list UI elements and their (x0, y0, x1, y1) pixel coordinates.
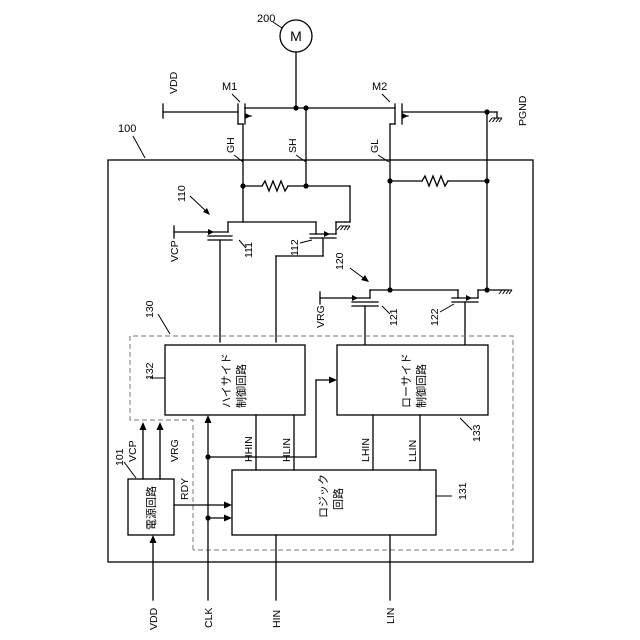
power-circuit-101: 電源回路 101 (114, 448, 174, 535)
vcp-out-label: VCP (127, 440, 139, 462)
high-side-control-circuit-132: ハイサイド 制御回路 132 (144, 345, 305, 415)
vdd-top-label: VDD (168, 71, 180, 94)
ref-112: 112 (289, 239, 301, 256)
hin-label: HIN (271, 610, 283, 628)
ref-133: 133 (471, 424, 483, 442)
lhin-label: LHIN (360, 438, 372, 462)
ref-131: 131 (457, 482, 469, 500)
ls-control-label-1: ローサイド (400, 353, 413, 408)
logic-label-1: ロジック (317, 474, 330, 518)
ref-200: 200 (257, 13, 275, 25)
gh-label: GH (225, 137, 237, 153)
hs-control-label-1: ハイサイド (220, 353, 233, 408)
ref-100: 100 (118, 123, 136, 135)
motor-200: M 200 (257, 13, 312, 108)
low-side-control-circuit-133: ローサイド 制御回路 133 (337, 345, 488, 442)
top-power-rail: VDD PGND (163, 71, 529, 126)
ls-control-label-2: 制御回路 (414, 364, 428, 408)
hhin-label: HHIN (243, 436, 255, 462)
hlin-label: HLIN (281, 438, 293, 462)
ref-110: 110 (176, 185, 188, 202)
logic-circuit-131: ロジック 回路 131 (232, 470, 469, 535)
lin-label: LIN (385, 608, 397, 624)
hs-control-label-2: 制御回路 (234, 364, 248, 408)
external-inputs: VDD CLK HIN LIN (148, 535, 397, 630)
ref-101: 101 (114, 448, 126, 466)
vcp-hs-label: VCP (169, 240, 181, 262)
m2-label: M2 (372, 81, 387, 93)
pgnd-label: PGND (517, 95, 529, 126)
gl-label: GL (369, 139, 381, 153)
llin-label: LLIN (407, 440, 419, 462)
ref-122: 122 (429, 308, 441, 326)
transistor-m2: M2 GL (369, 81, 408, 290)
ref-120: 120 (334, 252, 346, 270)
vrg-ls-label: VRG (315, 305, 327, 328)
ref-111: 111 (243, 242, 255, 258)
ref-132: 132 (144, 362, 156, 380)
sh-label: SH (287, 138, 299, 153)
ref-130: 130 (144, 300, 156, 318)
power-circuit-label: 電源回路 (144, 486, 158, 530)
rdy-label: RDY (179, 478, 191, 500)
vrg-out-label: VRG (169, 439, 181, 462)
logic-label-2: 回路 (332, 488, 345, 510)
low-side-driver-120: VRG 121 122 120 (315, 176, 512, 345)
ref-121: 121 (388, 308, 400, 326)
clk-label: CLK (203, 608, 215, 628)
transistor-m1: M1 GH (222, 81, 251, 186)
motor-symbol: M (290, 28, 302, 44)
vdd-in-label: VDD (148, 607, 160, 630)
sh-node: SH (287, 108, 306, 186)
m1-label: M1 (222, 81, 237, 93)
